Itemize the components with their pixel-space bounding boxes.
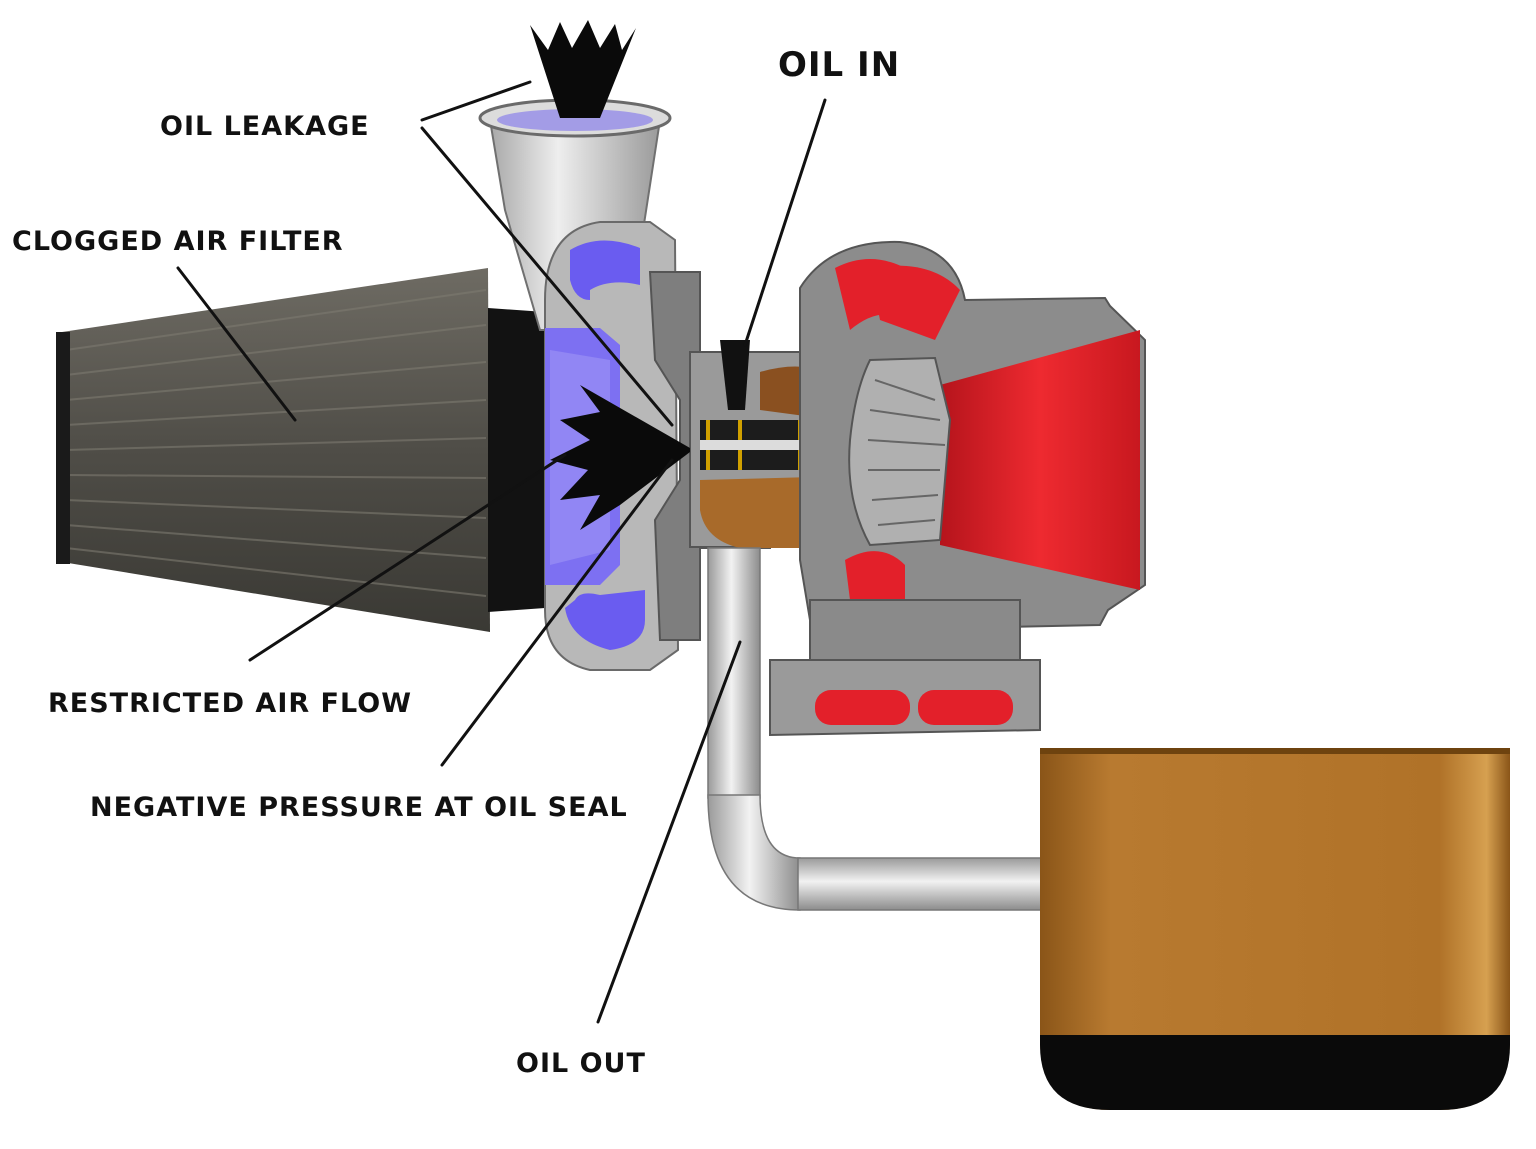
negative-pressure-burst-icon [550, 385, 690, 530]
label-clogged-air-filter: CLOGGED AIR FILTER [12, 226, 344, 257]
label-oil-out: OIL OUT [516, 1048, 646, 1079]
label-negative-pressure: NEGATIVE PRESSURE AT OIL SEAL [90, 792, 628, 823]
callout-oil-in [743, 98, 827, 347]
label-oil-in: OIL IN [778, 45, 900, 85]
turbine-housing [799, 240, 1146, 674]
callout-negative-pressure [440, 458, 674, 767]
label-restricted-air-flow: RESTRICTED AIR FLOW [48, 688, 412, 719]
oil-return-pipe [707, 547, 1049, 911]
callout-clogged-filter [176, 266, 297, 422]
oil-leakage-burst-icon [530, 20, 636, 118]
callout-oil-out [596, 640, 742, 1024]
callout-restricted-flow [248, 453, 567, 662]
callout-oil-leakage-up [420, 80, 532, 122]
callout-lines [176, 80, 827, 1024]
callout-oil-leakage-down [420, 126, 674, 427]
label-oil-leakage: OIL LEAKAGE [160, 111, 370, 142]
turbine-flange [769, 599, 1041, 737]
air-filter [56, 268, 545, 632]
oil-pan [1040, 748, 1510, 1110]
